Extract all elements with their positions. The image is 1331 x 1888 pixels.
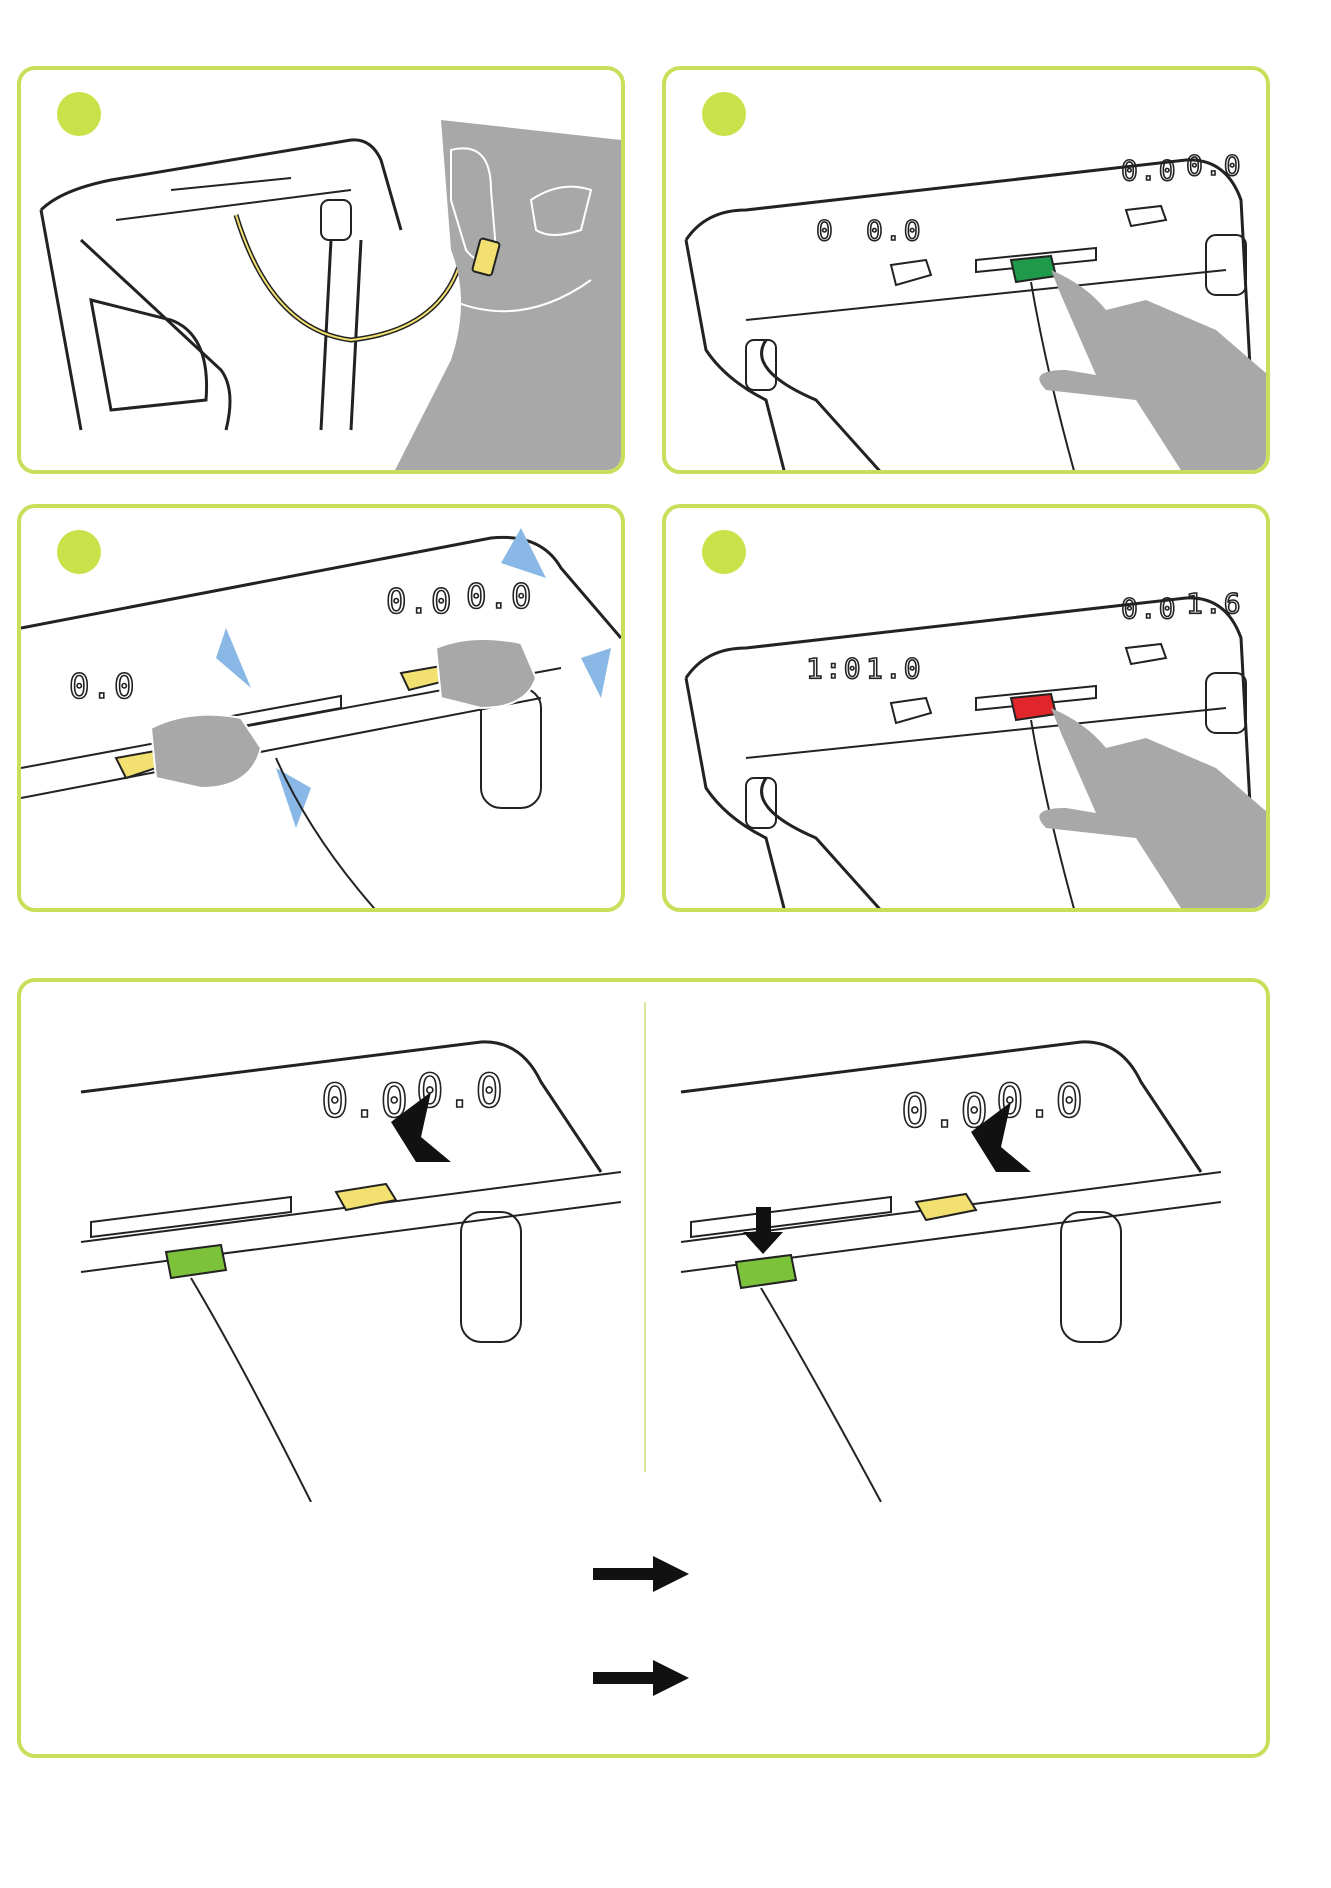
time-readout: 0 — [816, 214, 835, 247]
quick-speed-right-illustration: 0.0 0.0 — [661, 1022, 1270, 1502]
adjust-arrow-icon — [276, 768, 311, 828]
hand-icon — [1039, 270, 1270, 474]
stop-key — [1011, 694, 1056, 720]
start-key-illustration: 0 0.0 0.0 0.0 — [666, 70, 1270, 474]
adjust-arrow-icon — [581, 648, 611, 698]
speed2-readout: 0.0 — [386, 582, 453, 622]
speed2-readout: 0.0 — [1121, 592, 1178, 625]
step-panel-4: 1:0 1.0 0.0 1.6 — [662, 504, 1270, 912]
adjust-keys-illustration: 0.0 0.0 0.0 — [21, 508, 625, 912]
speed-readout: 0.0 — [866, 214, 923, 247]
adjust-arrow-icon — [216, 628, 251, 688]
speed-readout: 1.0 — [866, 652, 923, 685]
incline-readout: 0.0 — [996, 1074, 1085, 1128]
hand-icon — [436, 639, 536, 708]
speed-readout: 0.0 — [69, 667, 136, 707]
adjust-arrow-icon — [501, 528, 546, 578]
incline-key — [916, 1194, 976, 1220]
right-arrow-icon — [593, 1554, 693, 1594]
person-torso — [391, 120, 621, 474]
incline-readout: 0.0 — [466, 577, 533, 617]
step-panel-2: 0 0.0 0.0 0.0 — [662, 66, 1270, 474]
column-divider — [644, 1002, 646, 1472]
step-panel-1 — [17, 66, 625, 474]
start-key — [736, 1255, 796, 1288]
right-arrow-icon — [593, 1658, 693, 1698]
step-panel-5: 0.0 0.0 0.0 0.0 — [17, 978, 1270, 1758]
incline-readout: 1.6 — [1186, 587, 1243, 620]
start-key — [166, 1245, 226, 1278]
incline-readout: 0.0 — [416, 1064, 505, 1118]
speed2-readout: 0.0 — [1121, 154, 1178, 187]
stop-key-illustration: 1:0 1.0 0.0 1.6 — [666, 508, 1270, 912]
quick-speed-left-illustration: 0.0 0.0 — [61, 1022, 681, 1502]
start-key — [1011, 256, 1056, 282]
hand-icon — [151, 715, 261, 788]
safety-clip-illustration — [21, 70, 625, 474]
incline-key — [336, 1184, 396, 1210]
step-panel-3: 0.0 0.0 0.0 — [17, 504, 625, 912]
hand-icon — [1039, 708, 1270, 912]
incline-readout: 0.0 — [1186, 149, 1243, 182]
time-readout: 1:0 — [806, 652, 863, 685]
